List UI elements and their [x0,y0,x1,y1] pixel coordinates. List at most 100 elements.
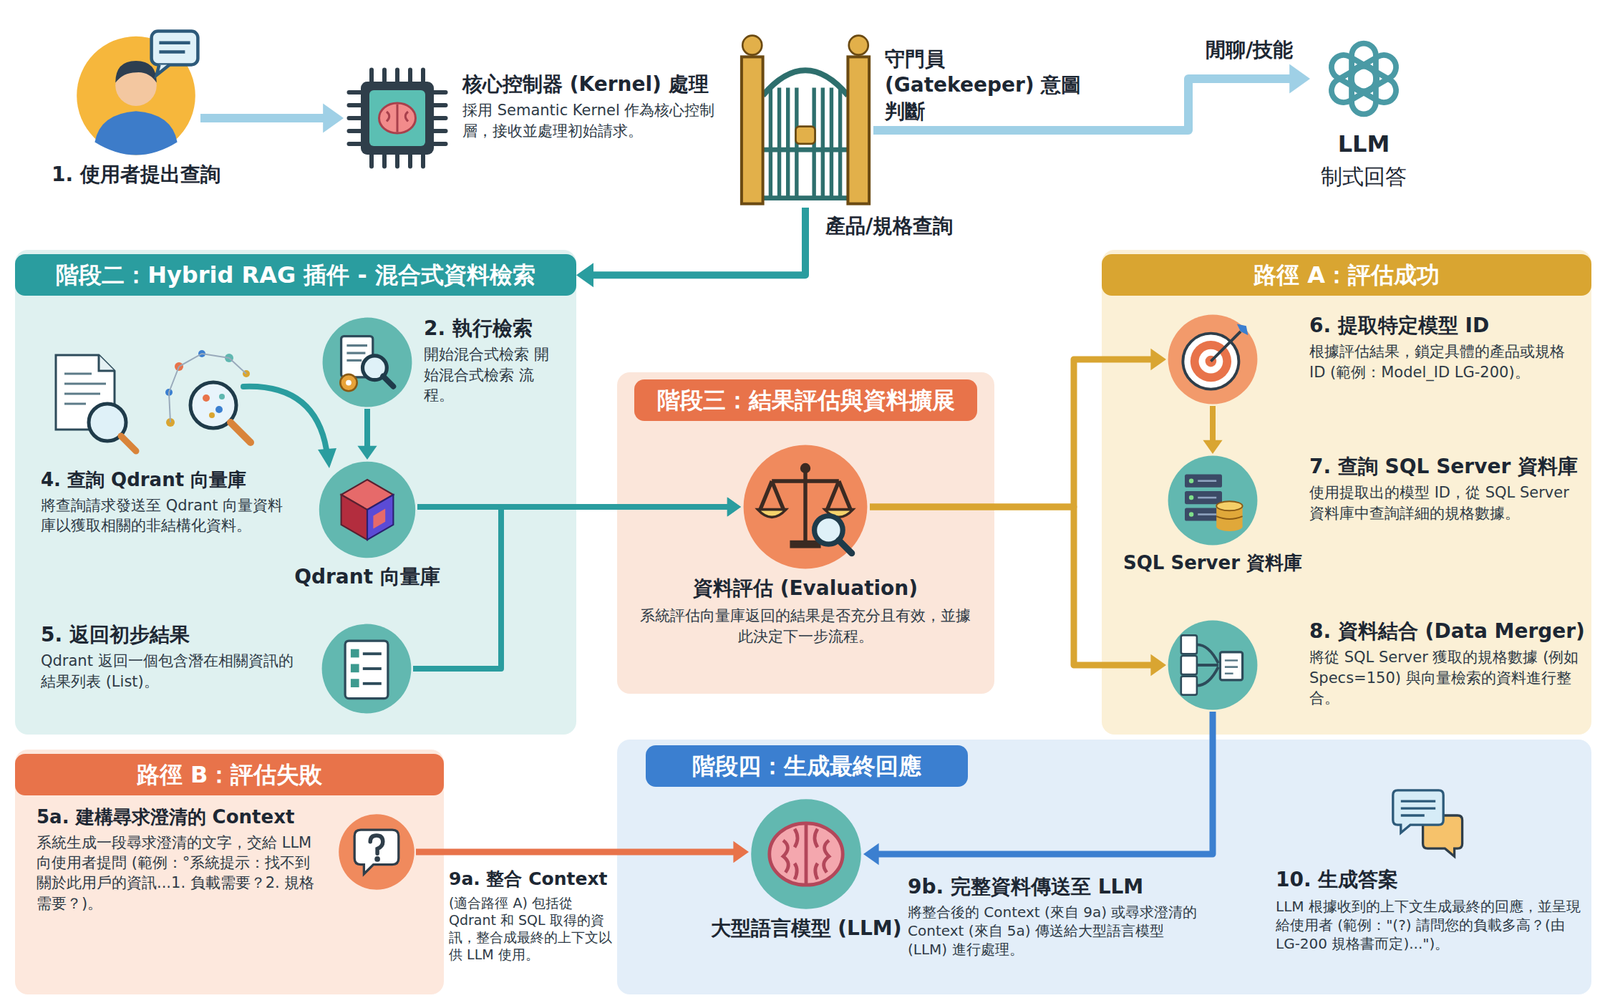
arrow-head [1289,64,1311,94]
edge-label: 閒聊/技能 [1201,35,1298,64]
flow-arrow [863,711,1213,865]
step-title: 核心控制器 (Kernel) 處理 [462,71,721,98]
step-description: 根據評估結果，鎖定具體的產品或規格 ID (範例：Model_ID LG-200… [1309,341,1585,383]
retrieval-flow-arrow [243,386,337,469]
step-description: 系統生成一段尋求澄清的文字，交給 LLM 向使用者提問 (範例：°系統提示：找不… [36,832,323,914]
panel-header: 階段三：結果評估與資料擴展 [634,379,978,421]
flow-arrow [873,64,1311,131]
step-title: 7. 查詢 SQL Server 資料庫 [1309,453,1585,480]
flow-arrow [413,496,741,669]
arrow-head [727,496,741,517]
step-title: 10. 生成答案 [1275,866,1399,893]
chip-icon [343,64,452,172]
node-caption: 制式回答 [1320,162,1407,191]
step-description: 系統評估向量庫返回的結果是否充分且有效，並據此決定下一步流程。 [637,605,974,647]
path-panel: 路徑 B：評估失敗 5a. 建構尋求澄清的 Context系統生成一段尋求澄清的文… [15,749,444,995]
user-node: 1. 使用者提出查詢 [28,28,244,188]
arrow-head [1150,654,1167,677]
panel-header: 階段二：Hybrid RAG 插件 - 混合式資料檢索 [15,254,577,296]
document-search-icon [55,355,137,452]
step-box: 5. 返回初步結果Qdrant 返回一個包含潛在相關資訊的結果列表 (List)… [40,622,414,716]
step-title: 資料評估 (Evaluation) [692,575,918,602]
step-title: 9b. 完整資料傳送至 LLM [907,874,1202,900]
flow-arrow [869,348,1167,507]
flow-arrow [200,103,344,134]
qdrant-icon [317,459,418,560]
llm-node: 大型語言模型 (LLM) [709,796,903,941]
data-cluster-icon [165,350,251,443]
connector-line [364,408,371,447]
merge-icon [1166,618,1260,712]
stage-panel: 階段二：Hybrid RAG 插件 - 混合式資料檢索 2. 執行檢索開始混合式檢… [15,249,577,735]
panel-header: 階段四：生成最終回應 [645,745,968,787]
arrow-head [576,262,594,288]
step-title: 1. 使用者提出查詢 [51,161,221,188]
flow-arrow [357,408,377,460]
arrow-head [733,841,749,864]
step-description: 將查詢請求發送至 Qdrant 向量資料庫以獲取相關的非結構化資料。 [40,495,288,537]
flow-arrow [415,841,749,864]
step-box: 8. 資料結合 (Data Merger)將從 SQL Server 獲取的規格… [1123,618,1585,712]
step-description: 開始混合式檢索 開始混合式檢索 流程。 [423,344,564,406]
step-title: 守門員 (Gatekeeper) 意圖判斷 [884,46,1093,125]
connector-line [873,78,1291,131]
stage-panel: 階段四：生成最終回應大型語言模型 (LLM)9b. 完整資料傳送至 LLM將整合… [617,739,1592,995]
arrow-head [322,103,344,134]
sql-icon [1166,453,1260,547]
gate-icon [737,14,874,208]
database-node: SQL Server 資料庫7. 查詢 SQL Server 資料庫使用提取出的… [1123,453,1585,575]
search-icon [320,315,414,409]
step-title: 9a. 整合 Context [448,867,615,892]
list-icon [320,622,414,716]
node-label: Qdrant 向量庫 [294,564,441,590]
step-title: 5a. 建構尋求澄清的 Context [36,805,323,830]
target-icon [1166,312,1260,406]
arrow-head [863,843,880,866]
step-box: 5a. 建構尋求澄清的 Context系統生成一段尋求澄清的文字，交給 LLM … [36,805,416,914]
connector-line [869,506,1152,666]
panel-header: 路徑 B：評估失敗 [15,753,444,796]
stage-panel: 階段三：結果評估與資料擴展資料評估 (Evaluation) 系統評估向量庫返回的… [617,372,995,694]
edge-label: 產品/規格查詢 [821,211,958,240]
connector-line [415,849,734,856]
step-title: 2. 執行檢索 [423,315,564,342]
evaluation-node: 資料評估 (Evaluation) 系統評估向量庫返回的結果是否充分且有效，並據此… [637,442,974,647]
arrow-head [727,496,741,517]
connector-line [413,506,729,669]
step-box: 2. 執行檢索開始混合式檢索 開始混合式檢索 流程。 [320,315,564,409]
step-description: (適合路徑 A) 包括從 Qdrant 和 SQL 取得的資訊，整合成最終的上下… [448,894,615,964]
step-title: 4. 查詢 Qdrant 向量庫 [40,468,288,493]
user-icon [71,28,201,158]
step-description: 將從 SQL Server 獲取的規格數據 (例如 Specs=150) 與向量… [1309,647,1585,709]
scales-icon [740,442,870,572]
connector-line [592,207,806,275]
step-box: 10. 生成答案 LLM 根據收到的上下文生成最終的回應，並呈現給使用者 (範例：… [1275,783,1584,953]
connector-line [878,711,1213,855]
node-label: SQL Server 資料庫 [1123,551,1303,575]
step-title: 6. 提取特定模型 ID [1309,312,1585,339]
chat-icon [1383,783,1469,863]
connector-line [1209,405,1216,441]
brain-icon [748,796,864,912]
arrow-head [357,445,377,460]
arrow-head [1202,440,1223,454]
llm-node: LLM 制式回答 [1310,32,1418,191]
flow-arrow [576,207,806,288]
connector-line [869,359,1152,507]
database-node: Qdrant 向量庫 [292,459,443,590]
step-box: 9a. 整合 Context(適合路徑 A) 包括從 Qdrant 和 SQL … [448,867,615,964]
path-panel: 路徑 A：評估成功6. 提取特定模型 ID根據評估結果，鎖定具體的產品或規格 I… [1101,249,1592,735]
step-box: 4. 查詢 Qdrant 向量庫將查詢請求發送至 Qdrant 向量資料庫以獲取… [40,468,288,536]
step-title: 5. 返回初步結果 [40,622,306,648]
step-box: 9b. 完整資料傳送至 LLM將整合後的 Context (來自 9a) 或尋求… [907,874,1202,959]
kernel-box: 核心控制器 (Kernel) 處理採用 Semantic Kernel 作為核心… [343,64,721,172]
flow-arrow [1202,405,1223,454]
step-description: LLM 根據收到的上下文生成最終的回應，並呈現給使用者 (範例："(?) 請問您… [1275,897,1584,953]
logo-icon [1317,32,1411,126]
flow-arrow [869,506,1167,676]
node-label: LLM [1337,129,1391,159]
question-icon [337,812,416,892]
node-label: 大型語言模型 (LLM) [710,915,903,941]
gatekeeper-box: 守門員 (Gatekeeper) 意圖判斷 [737,14,1093,208]
step-title: 8. 資料結合 (Data Merger) [1309,618,1585,645]
